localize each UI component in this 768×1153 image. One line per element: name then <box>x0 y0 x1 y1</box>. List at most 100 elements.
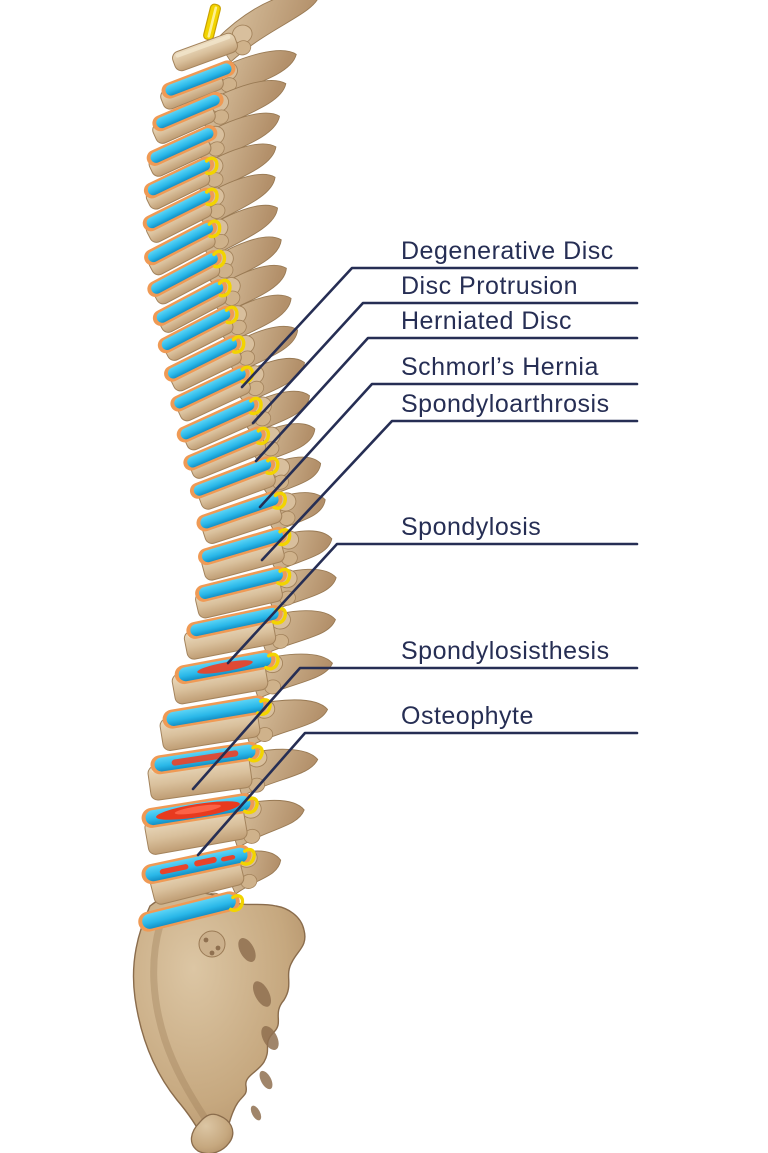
nerve-root-icon <box>247 744 264 763</box>
nerve-root-icon <box>272 491 287 510</box>
condition-label-herniated-disc: Herniated Disc <box>401 307 572 335</box>
disc-nucleus <box>156 94 220 129</box>
intervertebral-disc <box>144 219 222 266</box>
disc-nucleus <box>151 253 218 294</box>
leader-line-degenerative-disc <box>240 266 639 389</box>
nerve-root-icon <box>204 187 219 207</box>
nerve-root-icon <box>249 396 263 416</box>
callout-spondylosis: Spondylosis <box>226 513 639 665</box>
disc-nucleus <box>167 338 238 379</box>
leader-line-spondylosisthesis <box>191 666 639 791</box>
leader-line-disc-protrusion <box>251 301 639 425</box>
disc-nucleus <box>147 159 211 196</box>
disc-inflammation <box>197 660 253 674</box>
callout-herniated-disc: Herniated Disc <box>254 307 639 463</box>
nerve-root-icon <box>265 456 280 476</box>
intervertebral-disc <box>150 741 264 775</box>
intervertebral-disc <box>195 566 292 602</box>
condition-label-spondylosis: Spondylosis <box>401 513 541 541</box>
condition-label-osteophyte: Osteophyte <box>401 702 534 730</box>
sacral-foramen <box>261 1026 279 1050</box>
disc-nucleus <box>199 569 283 599</box>
intervertebral-disc <box>176 396 263 443</box>
disc-nucleus <box>187 429 262 468</box>
intervertebral-disc <box>143 156 219 199</box>
callout-disc-protrusion: Disc Protrusion <box>251 272 639 425</box>
callout-schmorl-s-hernia: Schmorl’s Hernia <box>258 353 639 509</box>
sacral-foramen <box>250 1105 262 1121</box>
condition-label-spondyloarthrosis: Spondyloarthrosis <box>401 390 610 418</box>
nerve-root-icon <box>217 278 232 298</box>
disc-nucleus <box>180 399 255 440</box>
intervertebral-disc <box>189 456 280 499</box>
vertebra <box>172 0 321 72</box>
leader-line-spondylosis <box>226 542 639 665</box>
nerve-root-icon <box>276 528 292 547</box>
disc-nucleus <box>150 128 214 163</box>
callout-osteophyte: Osteophyte <box>196 702 639 857</box>
callout-spondylosisthesis: Spondylosisthesis <box>191 637 639 791</box>
intervertebral-disc <box>196 490 287 532</box>
condition-label-schmorl-s-hernia: Schmorl’s Hernia <box>401 353 599 381</box>
callout-spondyloarthrosis: Spondyloarthrosis <box>260 390 639 562</box>
sacrum <box>132 891 306 1153</box>
leader-line-osteophyte <box>196 731 639 857</box>
disc-inflammation <box>159 864 189 875</box>
nerve-root-icon <box>204 156 219 176</box>
spine-layer <box>132 0 337 1153</box>
nerve-root-icon <box>264 652 280 671</box>
intervertebral-disc <box>152 278 232 326</box>
sacral-foramen <box>252 981 272 1007</box>
intervertebral-disc <box>141 793 259 828</box>
disc-inflammation <box>171 750 239 766</box>
condition-label-degenerative-disc: Degenerative Disc <box>401 237 614 265</box>
nerve-root-icon <box>256 426 271 446</box>
disc-nucleus <box>165 63 232 96</box>
intervertebral-disc <box>162 695 272 729</box>
nerve-root-icon <box>271 606 288 625</box>
intervertebral-disc <box>183 426 271 471</box>
intervertebral-disc <box>186 605 288 639</box>
condition-label-disc-protrusion: Disc Protrusion <box>401 272 578 300</box>
intervertebral-disc <box>141 844 256 885</box>
disc-nucleus <box>146 190 211 229</box>
nerve-root-icon <box>240 847 256 866</box>
nerve-root-icon <box>212 249 227 269</box>
intervertebral-disc <box>164 335 246 382</box>
leader-line-spondyloarthrosis <box>260 419 639 562</box>
sacral-foramen <box>238 938 256 962</box>
intervertebral-disc <box>161 60 236 99</box>
condition-label-spondylosisthesis: Spondylosisthesis <box>401 637 610 665</box>
intervertebral-disc <box>152 91 224 132</box>
leader-line-schmorl-s-hernia <box>258 382 639 509</box>
nerve-root-icon <box>207 219 222 239</box>
disc-nucleus <box>156 282 224 323</box>
nerve-root-icon <box>231 335 246 354</box>
nerve-root-icon <box>256 698 272 716</box>
vertebral-body <box>172 32 238 72</box>
spinal-cord-stub <box>203 3 221 41</box>
intervertebral-disc <box>147 249 227 297</box>
nerve-root-icon <box>229 893 245 912</box>
nerve-root-icon <box>242 796 259 815</box>
intervertebral-disc <box>146 125 218 166</box>
disc-nucleus <box>193 459 272 496</box>
disc-nucleus <box>190 607 279 637</box>
intervertebral-disc <box>198 526 292 566</box>
disc-nucleus <box>174 368 246 409</box>
coccyx <box>190 1113 234 1153</box>
disc-nucleus <box>166 698 264 726</box>
callout-degenerative-disc: Degenerative Disc <box>240 237 639 389</box>
disc-nucleus <box>147 222 214 263</box>
intervertebral-disc <box>142 187 219 232</box>
intervertebral-disc <box>157 305 239 354</box>
disc-nucleus <box>161 308 231 351</box>
leader-line-herniated-disc <box>254 336 639 463</box>
intervertebral-disc <box>174 649 280 685</box>
nerve-root-icon <box>276 567 292 586</box>
disc-nucleus <box>142 894 236 929</box>
disc-nucleus <box>201 529 284 563</box>
